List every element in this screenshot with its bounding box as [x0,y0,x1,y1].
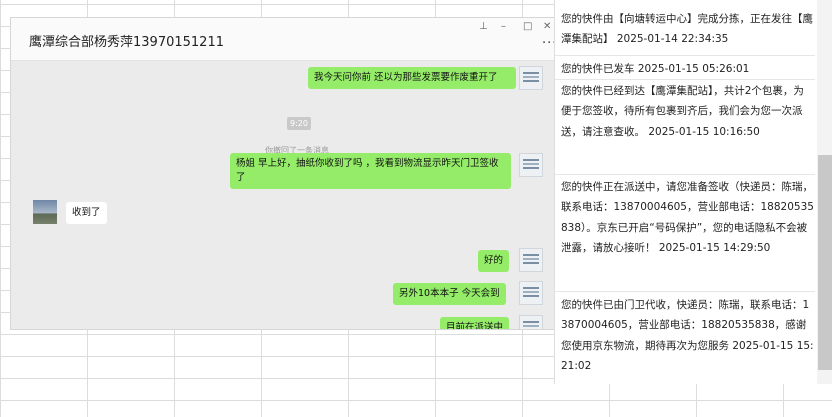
message-list: 我今天问你前 还以为那些发票要作废重开了 9:20 你撤回了一条消息 杨姐 早上… [11,61,556,329]
more-options-icon[interactable]: ··· [542,36,557,51]
message-bubble[interactable]: 收到了 [66,202,107,224]
tracking-entry: 您的快件已由门卫代收，快递员：陈瑞，联系电话：13870004605，营业部电话… [561,299,814,372]
my-avatar[interactable] [519,315,543,329]
my-avatar[interactable] [519,281,543,305]
scrollbar-thumb[interactable] [818,155,832,370]
my-avatar[interactable] [519,66,543,90]
my-avatar[interactable] [519,153,543,177]
chat-window: 鹰潭综合部杨秀萍13970151211 ⊥ – □ ✕ ··· 我今天问你前 还… [10,17,557,330]
logistics-tracking-panel: 您的快件由【向塘转运中心】完成分拣，正在发往【鹰潭集配站】 2025-01-14… [554,0,832,384]
maximize-button[interactable]: □ [523,21,533,32]
tracking-entry: 您的快件已发车 2025-01-15 05:26:01 [561,63,750,75]
close-button[interactable]: ✕ [543,21,552,32]
message-bubble[interactable]: 目前在派送中 [440,317,510,329]
tracking-entry: 您的快件由【向塘转运中心】完成分拣，正在发往【鹰潭集配站】 2025-01-14… [561,13,813,46]
message-bubble[interactable]: 我今天问你前 还以为那些发票要作废重开了 [308,67,516,89]
message-bubble[interactable]: 杨姐 早上好，抽纸你收到了吗 ，我看到物流显示昨天门卫签收了 [230,153,511,189]
divider [555,174,815,175]
chat-header: 鹰潭综合部杨秀萍13970151211 ⊥ – □ ✕ ··· [11,18,556,61]
recall-notice: 你撤回了一条消息 [265,146,329,155]
pin-icon[interactable]: ⊥ [479,21,488,32]
time-badge: 9:20 [287,117,311,130]
divider [555,291,815,292]
message-bubble[interactable]: 另外10本本子 今天会到 [393,283,506,305]
chat-title: 鹰潭综合部杨秀萍13970151211 [29,35,224,50]
contact-avatar[interactable] [33,200,57,224]
divider [555,79,815,80]
tracking-entry: 您的快件正在派送中，请您准备签收（快递员：陈瑞，联系电话：13870004605… [561,181,814,254]
divider [555,55,815,56]
tracking-entry: 您的快件已经到达【鹰潭集配站】，共计2个包裹，为便于您签收，待所有包裹到齐后，我… [561,85,804,138]
my-avatar[interactable] [519,248,543,272]
minimize-button[interactable]: – [501,21,506,32]
message-bubble[interactable]: 好的 [478,250,510,272]
